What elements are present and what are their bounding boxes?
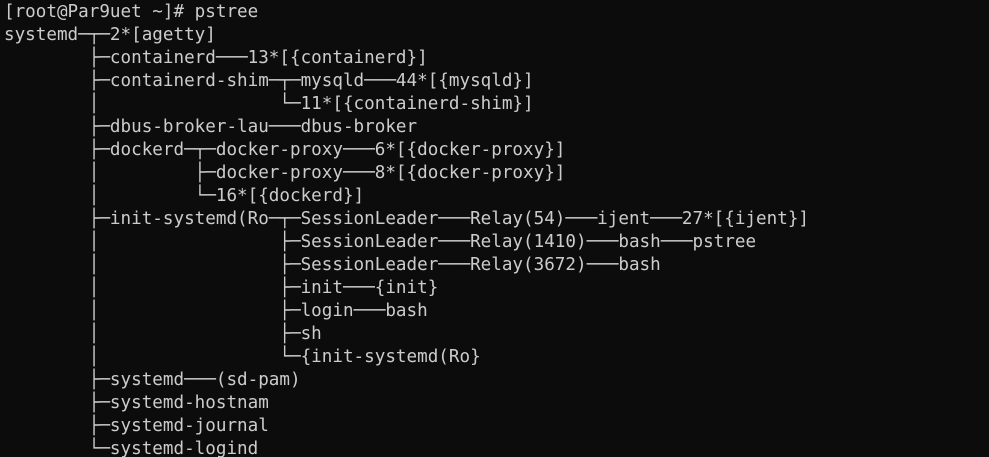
output-line: └─systemd-logind [4, 439, 259, 457]
output-line: │ ├─docker-proxy───8*[{docker-proxy}] [4, 163, 566, 183]
output-line: ├─systemd-hostnam [4, 393, 269, 413]
prompt-line: [root@Par9uet ~]# pstree [4, 1, 989, 24]
output-line: │ └─11*[{containerd-shim}] [4, 94, 534, 114]
output-line: │ ├─sh [4, 324, 322, 344]
output-line: ├─dockerd─┬─docker-proxy───6*[{docker-pr… [4, 140, 566, 160]
output-line: │ ├─SessionLeader───Relay(1410)───bash──… [4, 232, 757, 252]
output-line: ├─dbus-broker-lau───dbus-broker [4, 117, 418, 137]
output-line: ├─containerd-shim─┬─mysqld───44*[{mysqld… [4, 71, 534, 91]
output-line: │ ├─SessionLeader───Relay(3672)───bash [4, 255, 661, 275]
output-line: ├─systemd───(sd-pam) [4, 370, 301, 390]
output-line: │ └─16*[{dockerd}] [4, 186, 365, 206]
output-line: ├─containerd───13*[{containerd}] [4, 48, 428, 68]
command-text: pstree [194, 2, 259, 22]
output-line: systemd─┬─2*[agetty] [4, 25, 216, 45]
output-line: │ ├─login───bash [4, 301, 428, 321]
pstree-output: systemd─┬─2*[agetty] ├─containerd───13*[… [4, 24, 989, 457]
output-line: │ ├─init───{init} [4, 278, 439, 298]
output-line: ├─init-systemd(Ro─┬─SessionLeader───Rela… [4, 209, 810, 229]
output-line: │ └─{init-systemd(Ro} [4, 347, 481, 367]
shell-prompt: [root@Par9uet ~]# [4, 2, 195, 22]
output-line: ├─systemd-journal [4, 416, 269, 436]
